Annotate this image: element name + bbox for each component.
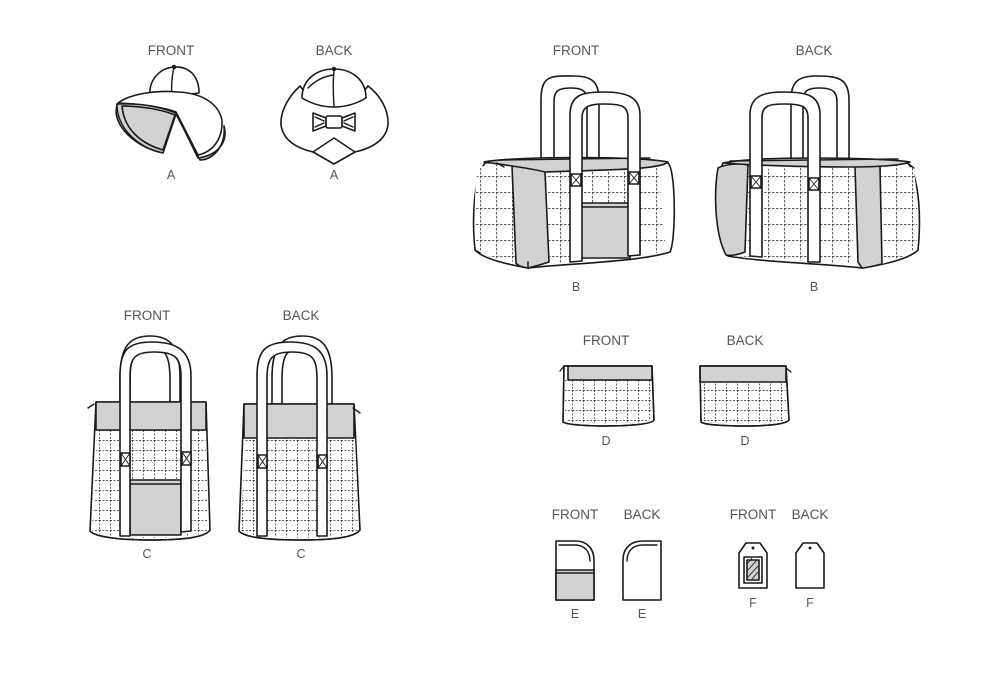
hat-front-letter: A	[167, 168, 176, 182]
duffel-back-label: BACK	[796, 43, 833, 58]
tag-front-letter: F	[749, 596, 757, 610]
tote-back-label: BACK	[283, 308, 320, 323]
hat-front-label: FRONT	[148, 43, 195, 58]
tag-front-view: FRONT F	[730, 507, 777, 610]
pouch-back-view: BACK D	[699, 333, 792, 448]
pouch-front-drawing	[559, 365, 655, 427]
duffel-back-view: BACK B	[714, 43, 921, 294]
hat-back-letter: A	[330, 168, 339, 182]
pouch-back-letter: D	[740, 434, 749, 448]
hat-back-view: BACK A	[280, 43, 389, 182]
case-front-view: FRONT E	[552, 507, 599, 621]
case-back-label: BACK	[624, 507, 661, 522]
pouch-front-label: FRONT	[583, 333, 630, 348]
hat-back-label: BACK	[316, 43, 353, 58]
duffel-front-drawing	[472, 75, 676, 269]
duffel-front-letter: B	[572, 280, 580, 294]
tote-back-letter: C	[296, 547, 305, 561]
tote-back-drawing	[238, 335, 361, 541]
case-front-drawing	[555, 540, 595, 601]
hat-back-drawing	[280, 66, 389, 165]
tag-back-view: BACK F	[792, 507, 829, 610]
tag-back-label: BACK	[792, 507, 829, 522]
tote-front-view: FRONT C	[87, 308, 211, 561]
tag-front-label: FRONT	[730, 507, 777, 522]
case-back-view: BACK E	[622, 507, 662, 621]
pouch-front-view: FRONT D	[559, 333, 655, 448]
hat-front-drawing	[115, 64, 226, 161]
tag-front-drawing	[738, 542, 768, 589]
hat-front-view: FRONT A	[115, 43, 226, 182]
pouch-back-drawing	[699, 365, 792, 427]
tote-front-drawing	[87, 335, 211, 541]
case-front-label: FRONT	[552, 507, 599, 522]
tote-front-label: FRONT	[124, 308, 171, 323]
pouch-front-letter: D	[601, 434, 610, 448]
tag-back-drawing	[795, 542, 825, 589]
tote-front-letter: C	[142, 547, 151, 561]
pouch-back-label: BACK	[727, 333, 764, 348]
case-back-letter: E	[638, 607, 646, 621]
duffel-back-drawing	[714, 75, 921, 269]
tote-back-view: BACK C	[238, 308, 361, 561]
case-front-letter: E	[571, 607, 579, 621]
duffel-front-label: FRONT	[553, 43, 600, 58]
duffel-back-letter: B	[810, 280, 818, 294]
duffel-front-view: FRONT B	[472, 43, 676, 294]
tag-back-letter: F	[806, 596, 814, 610]
case-back-drawing	[622, 540, 662, 601]
